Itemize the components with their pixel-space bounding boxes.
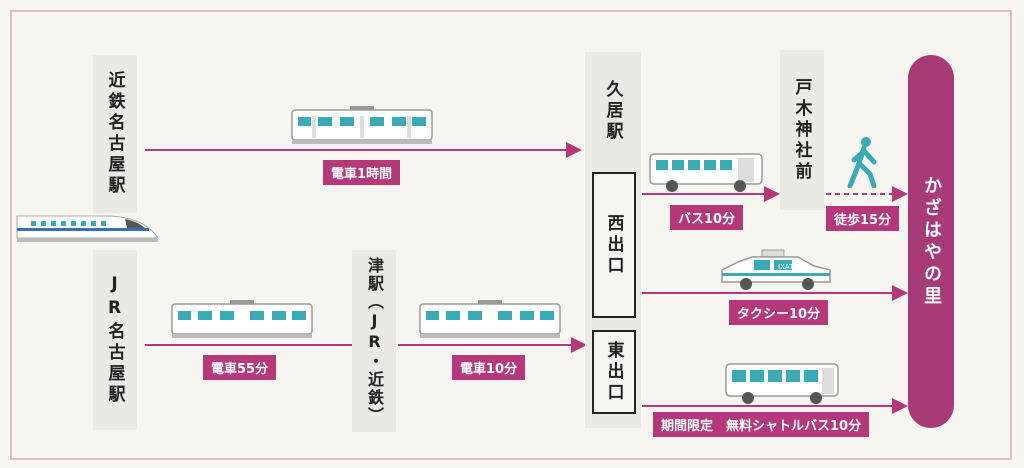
tag-bus: バス10分 [670, 205, 744, 230]
tag-walk: 徒歩15分 [826, 206, 900, 231]
goal-kazahaya-no-sato: かざはやの里 [908, 55, 954, 428]
station-togi-jinja-mae: 戸木神社前 [780, 50, 824, 210]
tag-jr-train: 電車55分 [203, 355, 277, 380]
bus-icon [649, 153, 763, 192]
taxi-icon: IXAT [721, 249, 831, 290]
walker-icon [847, 137, 877, 188]
station-kintetsu-nagoya-label: 近鉄名古屋駅 [104, 71, 125, 197]
station-kintetsu-nagoya: 近鉄名古屋駅 [93, 55, 137, 213]
station-togi-jinja-mae-label: 戸木神社前 [791, 77, 812, 183]
station-jr-nagoya: JR名古屋駅 [93, 250, 137, 430]
train-icon-jr [171, 300, 313, 338]
taxi-sign-text: IXAT [778, 263, 794, 271]
tag-tsu-train: 電車10分 [452, 355, 526, 380]
tag-taxi: タクシー10分 [729, 300, 829, 325]
east-exit: 東出口 [592, 330, 636, 414]
station-tsu: 津駅（JR・近鉄） [352, 250, 396, 432]
east-exit-label: 東出口 [603, 340, 624, 404]
tag-shuttle: 期間限定 無料シャトルバス10分 [653, 412, 870, 437]
goal-label: かざはやの里 [921, 175, 942, 308]
west-exit: 西出口 [592, 172, 636, 318]
diagram-frame [10, 10, 1012, 460]
tag-kintetsu-train: 電車1時間 [323, 160, 401, 185]
train-icon-tsu [419, 300, 561, 338]
station-jr-nagoya-label: JR名古屋駅 [104, 274, 125, 406]
station-hisai-label: 久居駅 [602, 80, 623, 143]
train-icon-kintetsu [291, 106, 433, 144]
shuttle-bus-icon [725, 363, 839, 404]
shinkansen-icon [16, 215, 159, 242]
station-tsu-label: 津駅（JR・近鉄） [365, 257, 384, 425]
west-exit-label: 西出口 [603, 213, 624, 277]
